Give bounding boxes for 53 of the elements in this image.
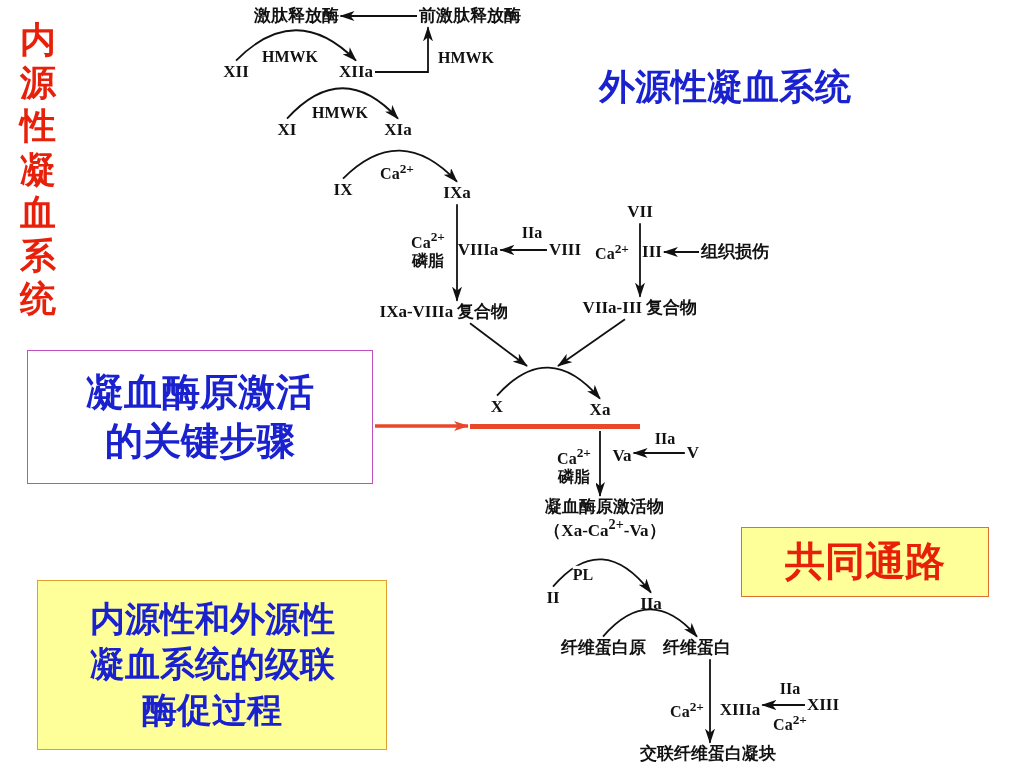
text-label: XIIIa xyxy=(719,700,761,720)
arrow xyxy=(374,26,433,73)
arrow xyxy=(339,11,418,21)
arrow xyxy=(375,421,469,431)
text-label: （Xa-Ca$^{2+}$-Va） xyxy=(544,516,666,540)
arrow xyxy=(662,247,700,257)
arrow xyxy=(595,430,605,497)
text-label: XIIa xyxy=(339,62,373,82)
text-label: 激肽释放酶 xyxy=(253,6,339,26)
heading: 外源性凝血系统 xyxy=(599,67,851,109)
arrow xyxy=(235,29,357,62)
text-label: XII xyxy=(223,62,249,82)
note-box: 共同通路 xyxy=(741,527,989,597)
text-label: IXa-VIIIa 复合物 xyxy=(379,302,509,322)
text-label: Va xyxy=(612,446,632,466)
text-label: IIa xyxy=(640,594,662,614)
arrow xyxy=(342,149,458,183)
text-label: VIIIa xyxy=(457,240,499,260)
text-label: III xyxy=(642,242,662,262)
text-label: 交联纤维蛋白凝块 xyxy=(640,744,776,764)
arrow xyxy=(499,245,548,255)
text-label: II xyxy=(546,588,560,608)
text-label: IX xyxy=(333,180,353,200)
arrow xyxy=(557,318,626,367)
arrow xyxy=(469,322,528,367)
text-label: IXa xyxy=(443,183,471,203)
arrow xyxy=(552,558,652,594)
arrow xyxy=(632,448,686,458)
text-label: XI xyxy=(277,120,297,140)
text-label: 纤维蛋白原 xyxy=(560,638,646,658)
text-label: X xyxy=(490,397,504,417)
arrow xyxy=(452,203,462,302)
arrow xyxy=(635,222,645,298)
heading: 内源性凝血系统 xyxy=(19,18,57,321)
text-label: Xa xyxy=(589,400,611,420)
bar xyxy=(470,424,640,429)
text-label: 纤维蛋白 xyxy=(663,638,731,658)
arrow xyxy=(286,87,399,120)
note-box: 凝血酶原激活的关键步骤 xyxy=(27,350,373,484)
arrow xyxy=(496,366,601,400)
text-label: 前激肽释放酶 xyxy=(419,6,521,26)
text-label: XIa xyxy=(384,120,412,140)
text-label: XIII xyxy=(806,695,840,715)
text-label: VIIa-III 复合物 xyxy=(582,298,698,318)
text-label: V xyxy=(686,443,700,463)
text-label: VIII xyxy=(548,240,582,260)
arrow xyxy=(705,658,715,744)
text-label: 组织损伤 xyxy=(701,242,769,262)
text-label: 凝血酶原激活物 xyxy=(545,498,665,517)
note-box: 内源性和外源性凝血系统的级联酶促过程 xyxy=(37,580,387,750)
text-label: VII xyxy=(627,202,653,222)
arrow xyxy=(602,608,698,638)
arrow xyxy=(761,700,806,710)
